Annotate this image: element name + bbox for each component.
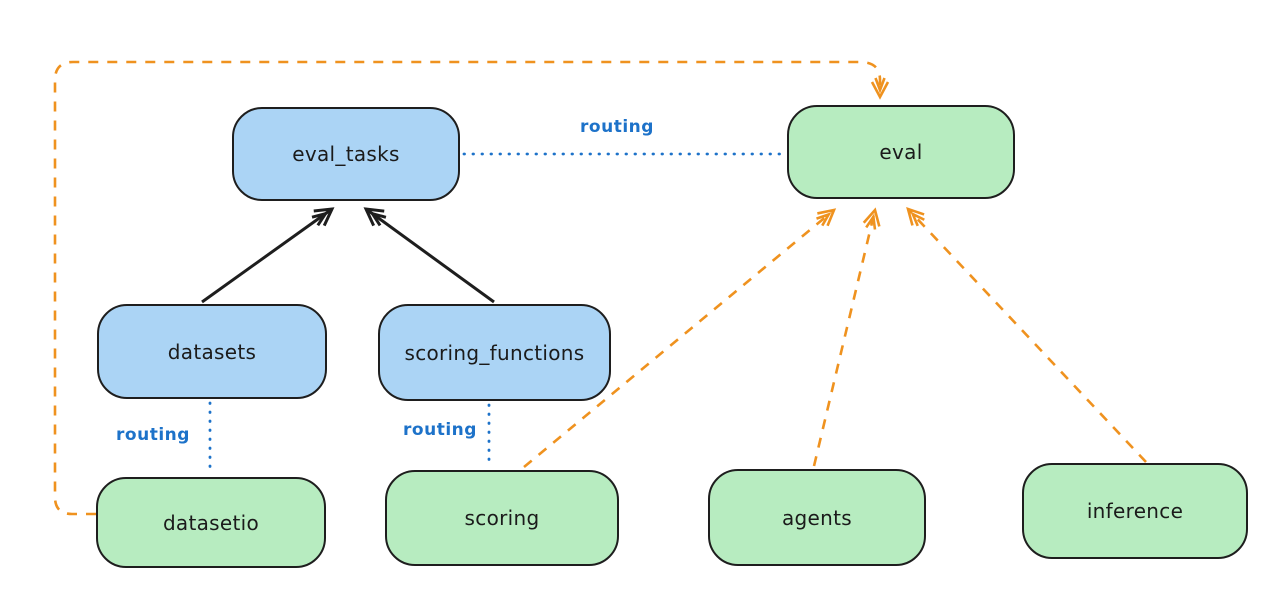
node-datasets-label: datasets — [167, 339, 257, 364]
edge-datasets-to-eval-tasks — [201, 207, 335, 304]
node-eval-tasks-label: eval_tasks — [292, 142, 400, 166]
node-scoring-label: scoring — [464, 506, 540, 530]
edge-label-routing-eval-tasks-eval: routing — [580, 117, 654, 137]
edge-agents-to-eval — [812, 207, 881, 467]
edge-scoring-functions-to-eval-tasks — [363, 207, 495, 304]
node-datasets: datasets — [97, 304, 327, 399]
node-eval-tasks: eval_tasks — [232, 107, 460, 201]
edge-inference-to-eval — [906, 206, 1147, 463]
node-scoring-functions-label: scoring_functions — [404, 340, 585, 365]
node-scoring-functions: scoring_functions — [378, 304, 611, 401]
node-inference-label: inference — [1086, 499, 1184, 523]
node-eval-label: eval — [879, 140, 923, 164]
node-datasetio: datasetio — [96, 477, 326, 568]
node-scoring: scoring — [385, 470, 619, 566]
edge-label-routing-scoring-functions-scoring: routing — [403, 420, 477, 440]
edge-datasetio-to-eval — [53, 60, 890, 516]
node-inference: inference — [1022, 463, 1248, 559]
node-eval: eval — [787, 105, 1015, 199]
edge-label-routing-datasets-datasetio: routing — [116, 425, 190, 445]
node-agents-label: agents — [782, 505, 852, 530]
node-datasetio-label: datasetio — [162, 510, 260, 535]
node-agents: agents — [708, 469, 926, 566]
